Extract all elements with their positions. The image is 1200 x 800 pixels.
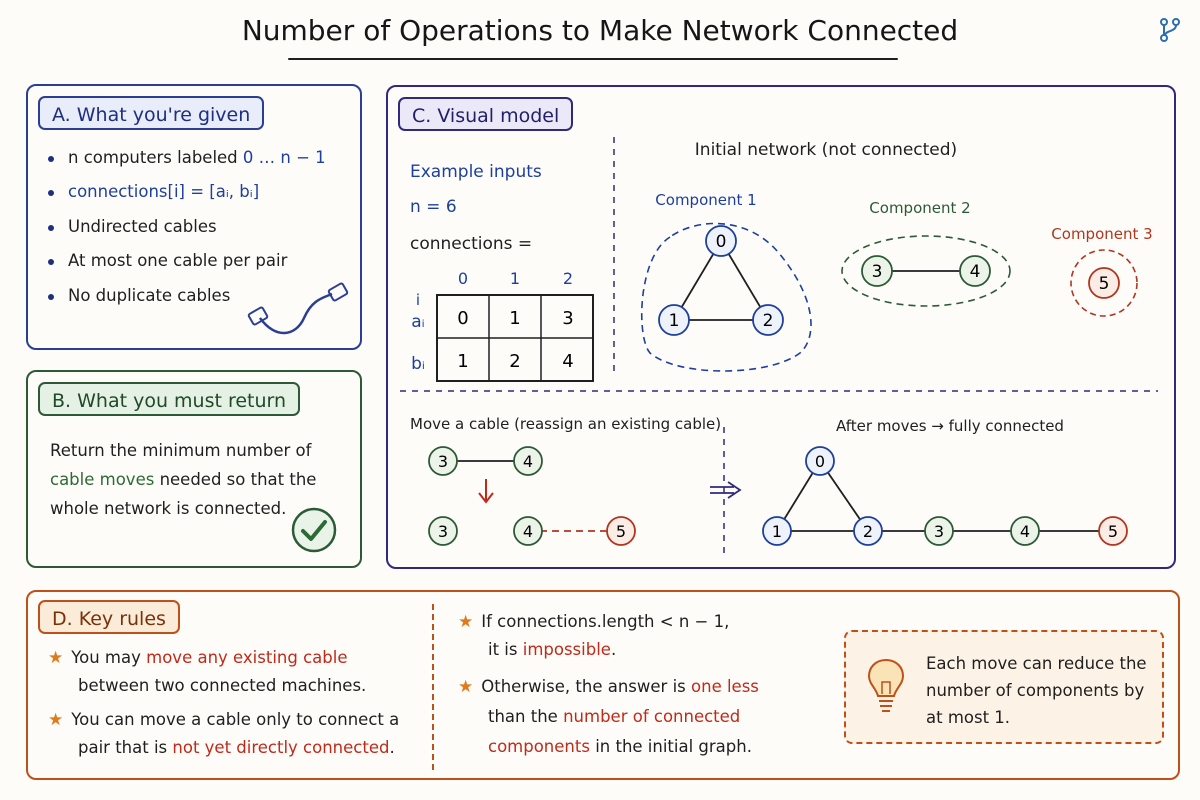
cable-icon xyxy=(247,282,349,335)
initial-network-title: Initial network (not connected) xyxy=(695,140,957,160)
move-node-4-before: 4 xyxy=(513,446,543,476)
rule-2: ★You can move a cable only to connect a … xyxy=(48,710,400,757)
svg-text:0: 0 xyxy=(716,232,727,252)
row-label-b: bᵢ xyxy=(411,354,425,374)
node-2: 2 xyxy=(752,304,784,336)
table-cell: 2 xyxy=(509,351,520,372)
svg-text:2: 2 xyxy=(763,311,774,331)
branch-icon[interactable] xyxy=(1156,16,1184,44)
node-5: 5 xyxy=(1088,267,1120,299)
node-4: 4 xyxy=(959,255,991,287)
page-title: Number of Operations to Make Network Con… xyxy=(241,14,959,47)
panel-d-tag: D. Key rules xyxy=(38,600,180,634)
check-icon xyxy=(291,507,337,553)
svg-text:4: 4 xyxy=(523,522,533,541)
panel-b-tag: B. What you must return xyxy=(38,382,301,416)
after-node-5: 5 xyxy=(1098,516,1128,546)
node-0: 0 xyxy=(705,225,737,257)
given-bullet-3: Undirected cables xyxy=(48,217,217,236)
move-node-3-before: 3 xyxy=(428,446,458,476)
star-icon: ★ xyxy=(458,677,474,697)
given-bullet-1: n computers labeled 0 … n − 1 xyxy=(48,148,326,167)
node-3: 3 xyxy=(861,255,893,287)
component-2-label: Component 2 xyxy=(869,199,970,217)
table-cell: 3 xyxy=(562,308,573,329)
move-down-arrow xyxy=(478,479,494,504)
star-icon: ★ xyxy=(458,612,474,632)
svg-text:1: 1 xyxy=(669,311,680,331)
component-1-label: Component 1 xyxy=(655,191,756,209)
svg-text:5: 5 xyxy=(1099,274,1110,294)
n-label: n = 6 xyxy=(410,197,457,217)
table-cell: 1 xyxy=(509,308,520,329)
star-icon: ★ xyxy=(48,710,64,730)
col-header: 2 xyxy=(563,269,573,288)
panel-a-tag: A. What you're given xyxy=(38,96,265,130)
component-3-label: Component 3 xyxy=(1051,225,1152,243)
component-1-outline xyxy=(641,222,812,372)
svg-text:3: 3 xyxy=(872,262,883,282)
panel-c-tag: C. Visual model xyxy=(398,97,574,131)
connections-label: connections = xyxy=(410,234,532,254)
svg-text:4: 4 xyxy=(1020,522,1030,541)
svg-text:3: 3 xyxy=(438,522,448,541)
visual-model-diagram: Example inputs n = 6 connections = 0 1 2… xyxy=(400,137,1158,557)
after-moves-title: After moves → fully connected xyxy=(836,417,1064,435)
title-underline xyxy=(288,58,898,60)
move-cable-title: Move a cable (reassign an existing cable… xyxy=(410,415,721,433)
table-cell: 4 xyxy=(562,351,573,372)
panel-visual-model: C. Visual model Example inputs n = 6 con… xyxy=(386,85,1176,569)
col-header: 0 xyxy=(458,269,468,288)
svg-text:3: 3 xyxy=(438,452,448,471)
panel-key-rules: D. Key rules ★You may move any existing … xyxy=(26,590,1180,780)
given-bullet-4: At most one cable per pair xyxy=(48,251,287,270)
table-cell: 0 xyxy=(457,308,468,329)
rule-1: ★You may move any existing cable between… xyxy=(48,648,367,695)
row-header-i: i xyxy=(416,291,420,309)
svg-text:0: 0 xyxy=(815,452,825,471)
star-icon: ★ xyxy=(48,648,64,668)
after-node-3: 3 xyxy=(924,516,954,546)
move-node-5-after: 5 xyxy=(606,516,636,546)
double-arrow-icon xyxy=(710,481,742,499)
lightbulb-icon xyxy=(867,658,905,712)
move-node-4-after: 4 xyxy=(513,516,543,546)
return-description: Return the minimum number of cable moves… xyxy=(50,441,317,518)
svg-text:2: 2 xyxy=(863,522,873,541)
svg-text:5: 5 xyxy=(616,522,626,541)
row-label-a: aᵢ xyxy=(411,312,424,332)
node-1: 1 xyxy=(658,304,690,336)
svg-text:5: 5 xyxy=(1108,522,1118,541)
panel-return: B. What you must return Return the minim… xyxy=(26,370,362,568)
component-2-outline xyxy=(841,235,1011,307)
svg-text:3: 3 xyxy=(934,522,944,541)
after-node-0: 0 xyxy=(805,446,835,476)
component-3-outline xyxy=(1070,249,1138,317)
given-bullet-2: connections[i] = [aᵢ, bᵢ] xyxy=(48,182,259,201)
given-bullet-5: No duplicate cables xyxy=(48,286,230,305)
after-node-1: 1 xyxy=(762,516,792,546)
table-cell: 1 xyxy=(457,351,468,372)
svg-text:4: 4 xyxy=(523,452,533,471)
rules-divider xyxy=(432,604,434,770)
svg-text:1: 1 xyxy=(772,522,782,541)
example-label: Example inputs xyxy=(410,162,542,182)
move-node-3-after: 3 xyxy=(428,516,458,546)
after-node-2: 2 xyxy=(853,516,883,546)
after-node-4: 4 xyxy=(1010,516,1040,546)
col-header: 1 xyxy=(510,269,520,288)
tip-box: Each move can reduce the number of compo… xyxy=(844,630,1164,744)
tip-text: Each move can reduce the number of compo… xyxy=(926,654,1147,727)
rule-3: ★If connections.length < n − 1, it is im… xyxy=(458,612,730,659)
svg-text:4: 4 xyxy=(970,262,981,282)
rule-4: ★Otherwise, the answer is one less than … xyxy=(458,677,759,756)
panel-given: A. What you're given n computers labeled… xyxy=(26,84,362,350)
